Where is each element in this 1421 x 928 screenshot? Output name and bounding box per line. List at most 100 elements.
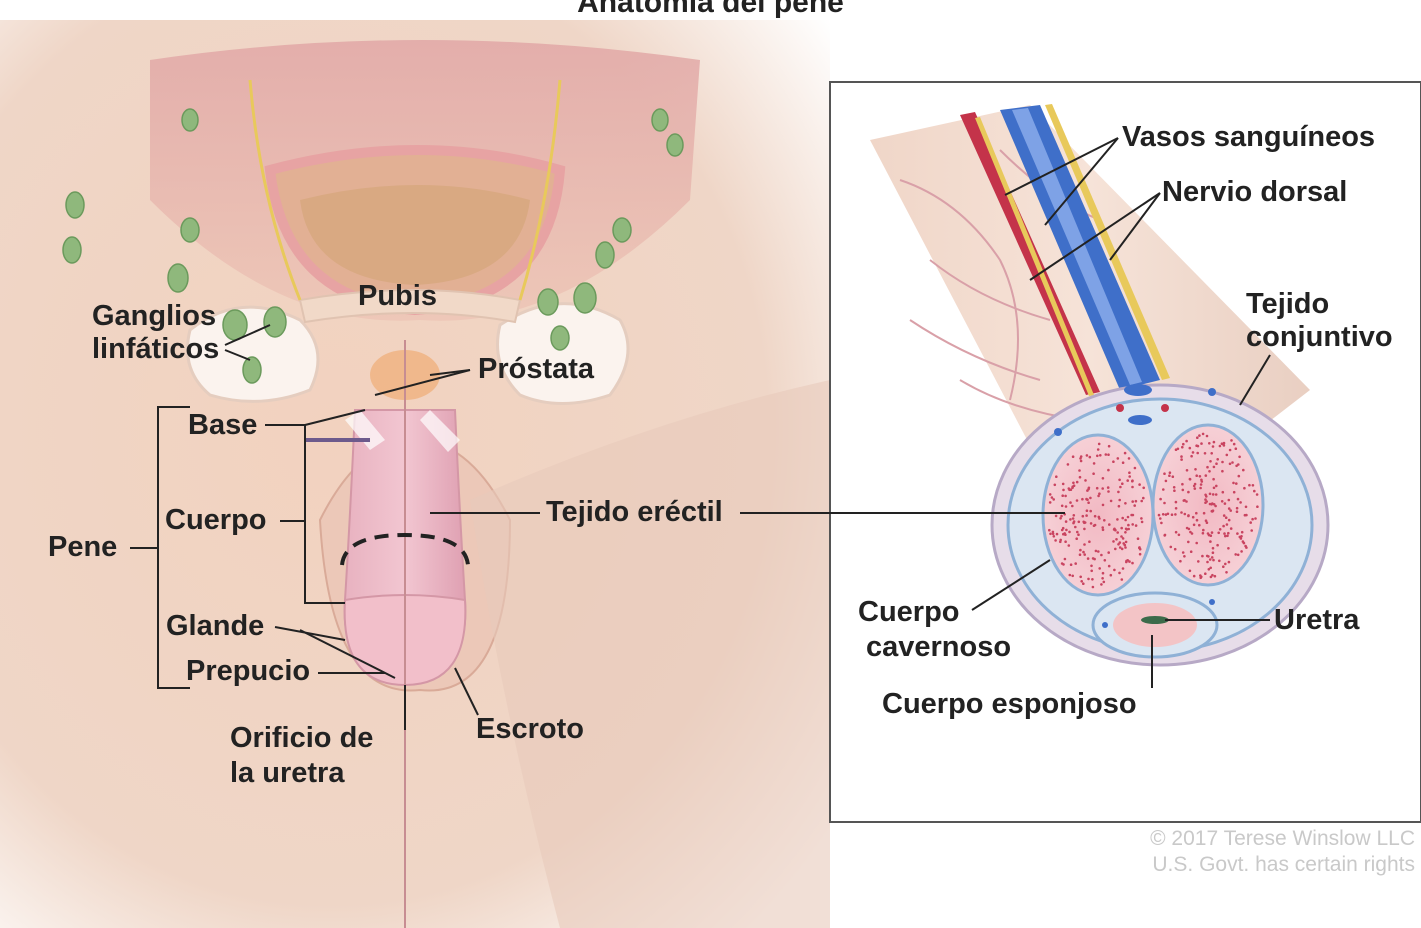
tissue-speckle bbox=[1072, 455, 1075, 458]
tissue-speckle bbox=[1080, 460, 1083, 463]
tissue-speckle bbox=[1064, 495, 1067, 498]
tissue-speckle bbox=[1223, 532, 1226, 535]
tissue-speckle bbox=[1124, 502, 1127, 505]
label-esponjoso: Cuerpo esponjoso bbox=[882, 688, 1137, 721]
tissue-speckle bbox=[1193, 575, 1196, 578]
tissue-speckle bbox=[1049, 533, 1052, 536]
label-glande: Glande bbox=[166, 610, 264, 643]
tissue-speckle bbox=[1086, 509, 1089, 512]
copyright-credit: © 2017 Terese Winslow LLC U.S. Govt. has… bbox=[1060, 826, 1415, 878]
tissue-speckle bbox=[1087, 501, 1090, 504]
tissue-speckle bbox=[1173, 486, 1176, 489]
tissue-speckle bbox=[1222, 491, 1225, 494]
tissue-speckle bbox=[1131, 523, 1134, 526]
tissue-speckle bbox=[1124, 546, 1127, 549]
tissue-speckle bbox=[1204, 494, 1207, 497]
tissue-speckle bbox=[1116, 531, 1119, 534]
tissue-speckle bbox=[1162, 488, 1165, 491]
tissue-speckle bbox=[1098, 517, 1101, 520]
tissue-speckle bbox=[1067, 463, 1070, 466]
tissue-speckle bbox=[1062, 483, 1065, 486]
tissue-speckle bbox=[1195, 512, 1198, 515]
tissue-speckle bbox=[1099, 454, 1102, 457]
label-cavernoso-1: Cuerpo bbox=[858, 596, 960, 629]
tissue-speckle bbox=[1071, 487, 1074, 490]
tissue-speckle bbox=[1092, 557, 1095, 560]
tissue-speckle bbox=[1195, 542, 1198, 545]
tissue-speckle bbox=[1095, 550, 1098, 553]
tissue-speckle bbox=[1198, 434, 1201, 437]
tissue-speckle bbox=[1222, 565, 1225, 568]
tissue-speckle bbox=[1090, 522, 1093, 525]
tissue-speckle bbox=[1196, 436, 1199, 439]
tissue-speckle bbox=[1224, 535, 1227, 538]
tissue-speckle bbox=[1170, 546, 1173, 549]
tissue-speckle bbox=[1122, 537, 1125, 540]
tissue-speckle bbox=[1228, 499, 1231, 502]
tissue-speckle bbox=[1236, 510, 1239, 513]
tissue-speckle bbox=[1089, 456, 1092, 459]
tissue-speckle bbox=[1209, 493, 1212, 496]
tissue-speckle bbox=[1245, 514, 1248, 517]
label-pubis: Pubis bbox=[358, 280, 437, 313]
tissue-speckle bbox=[1128, 471, 1131, 474]
tissue-speckle bbox=[1122, 461, 1125, 464]
tissue-speckle bbox=[1179, 560, 1182, 563]
tissue-speckle bbox=[1061, 494, 1064, 497]
tissue-speckle bbox=[1075, 537, 1078, 540]
tissue-speckle bbox=[1117, 491, 1120, 494]
tissue-speckle bbox=[1072, 482, 1075, 485]
tissue-speckle bbox=[1124, 531, 1127, 534]
tissue-speckle bbox=[1213, 503, 1216, 506]
tissue-speckle bbox=[1204, 501, 1207, 504]
tissue-speckle bbox=[1233, 491, 1236, 494]
tissue-speckle bbox=[1180, 511, 1183, 514]
label-uretra: Uretra bbox=[1274, 604, 1359, 637]
tissue-speckle bbox=[1228, 561, 1231, 564]
tissue-speckle bbox=[1071, 575, 1074, 578]
tissue-speckle bbox=[1093, 524, 1096, 527]
tissue-speckle bbox=[1135, 500, 1138, 503]
credit-line-2: U.S. Govt. has certain rights bbox=[1060, 852, 1415, 878]
tissue-speckle bbox=[1073, 484, 1076, 487]
tissue-speckle bbox=[1212, 445, 1215, 448]
tissue-speckle bbox=[1102, 572, 1105, 575]
label-prepucio: Prepucio bbox=[186, 655, 310, 688]
tissue-speckle bbox=[1232, 482, 1235, 485]
tissue-speckle bbox=[1227, 547, 1230, 550]
tissue-speckle bbox=[1125, 528, 1128, 531]
tissue-speckle bbox=[1107, 469, 1110, 472]
tissue-speckle bbox=[1055, 475, 1058, 478]
tissue-speckle bbox=[1211, 574, 1214, 577]
tissue-speckle bbox=[1200, 483, 1203, 486]
tissue-speckle bbox=[1113, 569, 1116, 572]
tissue-speckle bbox=[1216, 458, 1219, 461]
tissue-speckle bbox=[1142, 497, 1145, 500]
tissue-speckle bbox=[1062, 527, 1065, 530]
tissue-speckle bbox=[1160, 522, 1163, 525]
tissue-speckle bbox=[1199, 475, 1202, 478]
tissue-speckle bbox=[1060, 515, 1063, 518]
tissue-speckle bbox=[1125, 560, 1128, 563]
tissue-speckle bbox=[1235, 482, 1238, 485]
tissue-speckle bbox=[1201, 555, 1204, 558]
tissue-speckle bbox=[1190, 550, 1193, 553]
tissue-speckle bbox=[1072, 517, 1075, 520]
label-orificio-1: Orificio de bbox=[230, 722, 373, 755]
tissue-speckle bbox=[1192, 516, 1195, 519]
tissue-speckle bbox=[1238, 456, 1241, 459]
tissue-speckle bbox=[1122, 567, 1125, 570]
tissue-speckle bbox=[1218, 560, 1221, 563]
tissue-speckle bbox=[1207, 555, 1210, 558]
tissue-speckle bbox=[1180, 458, 1183, 461]
tissue-speckle bbox=[1077, 533, 1080, 536]
tissue-speckle bbox=[1186, 527, 1189, 530]
tissue-speckle bbox=[1113, 528, 1116, 531]
tissue-speckle bbox=[1245, 546, 1248, 549]
tissue-speckle bbox=[1230, 527, 1233, 530]
tissue-speckle bbox=[1097, 448, 1100, 451]
tissue-speckle bbox=[1073, 514, 1076, 517]
tissue-speckle bbox=[1237, 554, 1240, 557]
tissue-speckle bbox=[1185, 500, 1188, 503]
tissue-speckle bbox=[1054, 484, 1057, 487]
